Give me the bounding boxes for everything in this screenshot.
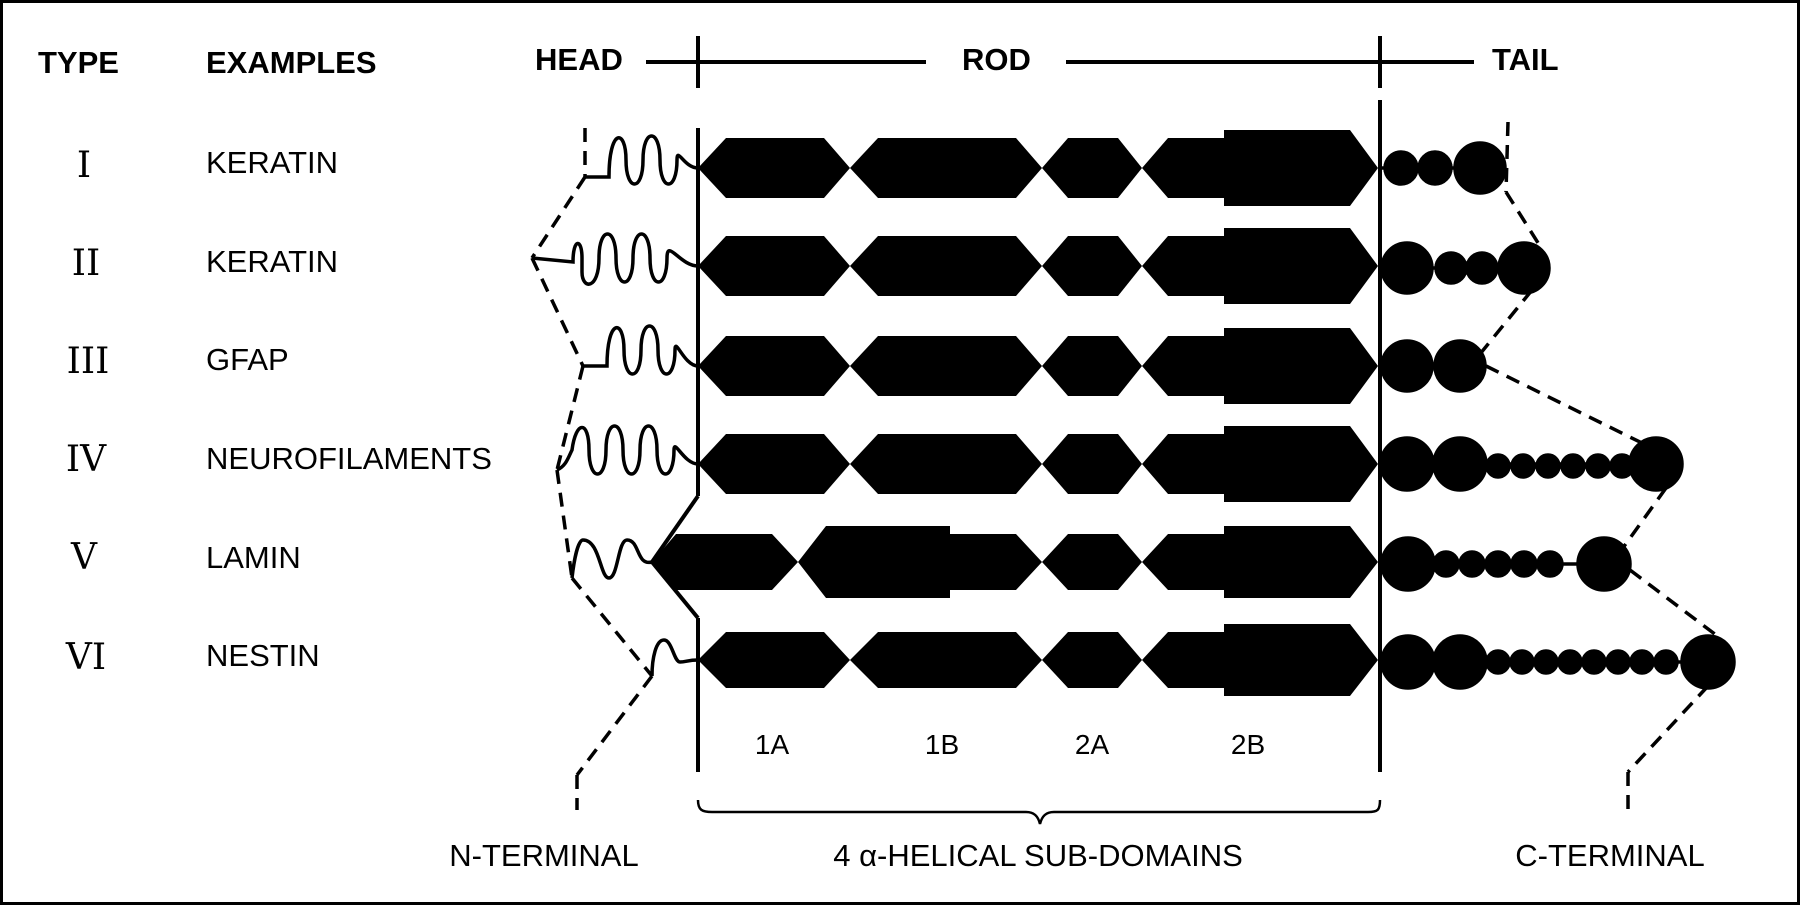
tail-bead <box>1380 339 1434 393</box>
tail-bead <box>1465 251 1499 285</box>
subdomain-1b: 1B <box>925 729 959 760</box>
tail-bead <box>1432 634 1488 690</box>
type-label-4: IV <box>66 439 107 480</box>
head-wave-1 <box>585 134 699 186</box>
tail-bead <box>1485 453 1511 479</box>
head-wave-6 <box>650 638 699 677</box>
rod-row-4 <box>698 426 1378 502</box>
header-tail: TAIL <box>1492 42 1559 77</box>
helical-brace <box>696 799 1382 825</box>
example-label-5: LAMIN <box>206 540 301 575</box>
tail-bead <box>1510 453 1536 479</box>
head-wave-2 <box>531 232 699 286</box>
tail-bead <box>1453 141 1507 195</box>
header-rod: ROD <box>962 42 1031 77</box>
c-terminal-label: C-TERMINAL <box>1515 838 1704 873</box>
example-label-6: NESTIN <box>206 638 320 673</box>
header-type: TYPE <box>38 45 119 80</box>
header-head: HEAD <box>535 42 623 77</box>
head-domains <box>531 134 699 677</box>
tail-bead <box>1434 251 1468 285</box>
rod-row-2 <box>698 228 1378 304</box>
tail-bead <box>1485 649 1511 675</box>
n-terminal-label: N-TERMINAL <box>449 838 638 873</box>
type-label-1: I <box>77 145 91 186</box>
head-wave-3 <box>583 324 699 376</box>
tail-bead <box>1581 649 1607 675</box>
tail-bead <box>1433 339 1487 393</box>
subdomain-1a: 1A <box>755 729 790 760</box>
subdomain-2a: 2A <box>1075 729 1110 760</box>
tail-bead <box>1585 453 1611 479</box>
rod-row-1 <box>698 130 1378 206</box>
tail-bead <box>1536 550 1564 578</box>
header-brackets <box>646 36 1474 88</box>
tail-bead <box>1380 536 1436 592</box>
type-label-2: II <box>72 243 100 284</box>
tail-bead <box>1535 453 1561 479</box>
tail-bead <box>1628 436 1684 492</box>
tail-bead <box>1497 241 1551 295</box>
rod-boundaries <box>650 100 1382 772</box>
tail-bead <box>1380 634 1436 690</box>
tail-bead <box>1417 150 1453 186</box>
example-label-3: GFAP <box>206 342 289 377</box>
tail-bead <box>1510 550 1538 578</box>
tail-bead <box>1680 634 1736 690</box>
tail-bead <box>1458 550 1486 578</box>
tail-bead <box>1576 536 1632 592</box>
helical-subdomains-label: 4 α-HELICAL SUB-DOMAINS <box>833 838 1243 873</box>
header-examples: EXAMPLES <box>206 45 377 80</box>
tail-domains <box>1379 141 1736 690</box>
tail-bead <box>1605 649 1631 675</box>
type-label-6: VI <box>65 637 106 678</box>
tail-bead <box>1380 241 1434 295</box>
tail-bead <box>1560 453 1586 479</box>
head-wave-4 <box>556 424 699 476</box>
tail-bead <box>1533 649 1559 675</box>
subdomain-2b: 2B <box>1231 729 1265 760</box>
c-terminal-bracket <box>1478 121 1722 810</box>
example-label-1: KERATIN <box>206 145 338 180</box>
rod-row-5 <box>652 526 1378 598</box>
n-terminal-bracket <box>530 128 654 810</box>
tail-bead <box>1432 436 1488 492</box>
tail-bead <box>1557 649 1583 675</box>
type-label-5: V <box>70 537 98 578</box>
tail-bead <box>1509 649 1535 675</box>
example-label-2: KERATIN <box>206 244 338 279</box>
example-label-4: NEUROFILAMENTS <box>206 441 492 476</box>
type-label-3: III <box>67 341 110 382</box>
tail-bead <box>1379 436 1435 492</box>
tail-bead <box>1383 150 1419 186</box>
tail-bead <box>1629 649 1655 675</box>
rod-row-3 <box>698 328 1378 404</box>
rod-row-6 <box>698 624 1378 696</box>
tail-bead <box>1653 649 1679 675</box>
head-wave-5 <box>570 538 653 580</box>
tail-bead <box>1432 550 1460 578</box>
tail-bead <box>1484 550 1512 578</box>
